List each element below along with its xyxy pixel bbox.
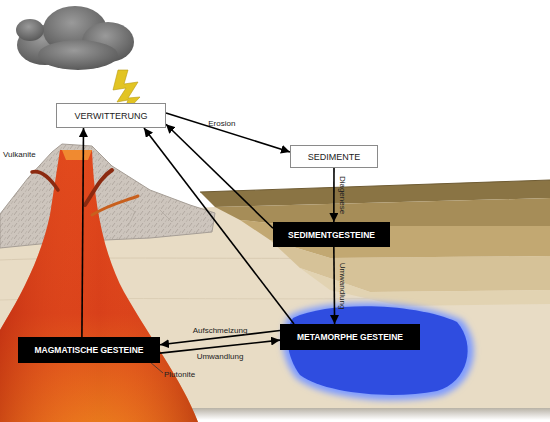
cloud xyxy=(16,6,134,70)
rock-box: SEDIMENTGESTEINE xyxy=(273,222,390,247)
volcano-crack xyxy=(160,210,172,222)
lava-vein xyxy=(92,196,138,215)
metamorphic-zone xyxy=(288,306,468,395)
process-box: VERWITTERUNG xyxy=(56,103,166,128)
volcano xyxy=(0,144,215,248)
node-label: VERWITTERUNG xyxy=(75,111,148,121)
node-label: METAMORPHE GESTEINE xyxy=(297,332,403,342)
rock-type-label: Plutonite xyxy=(164,370,195,379)
rock-box: METAMORPHE GESTEINE xyxy=(280,324,420,350)
edge-label: Erosion xyxy=(208,118,235,127)
volcano-vent xyxy=(62,150,92,160)
cycle-arrow xyxy=(333,247,335,324)
metamorphic-glow xyxy=(282,303,473,401)
cycle-arrow xyxy=(166,113,290,152)
sediment-layer xyxy=(300,268,550,306)
edge-label: Diagenese xyxy=(337,176,346,214)
sediment-surface xyxy=(200,180,550,192)
sediment-layer xyxy=(270,240,550,292)
edge-label: Umwandlung xyxy=(338,262,347,309)
cycle-arrow xyxy=(333,168,335,222)
leader-line xyxy=(150,362,163,373)
node-label: SEDIMENTGESTEINE xyxy=(288,230,375,240)
rock-box: MAGMATISCHE GESTEINE xyxy=(18,337,160,363)
edge-label: Aufschmelzung xyxy=(193,325,248,334)
volcano-texture xyxy=(0,144,215,248)
magma-shading xyxy=(0,150,198,422)
cycle-arrow xyxy=(144,128,294,324)
cycle-arrow xyxy=(166,124,273,228)
magma-chamber xyxy=(0,150,198,422)
rock-type-label: Vulkanite xyxy=(3,150,36,159)
edge-label: Umwandlung xyxy=(197,351,244,360)
node-label: SEDIMENTE xyxy=(308,152,361,162)
node-label: MAGMATISCHE GESTEINE xyxy=(35,345,144,355)
lava-vein xyxy=(85,170,112,205)
cycle-arrow xyxy=(82,128,84,337)
process-box: SEDIMENTE xyxy=(290,145,378,168)
volcano-crack xyxy=(120,200,135,226)
lava-vein xyxy=(32,172,58,190)
